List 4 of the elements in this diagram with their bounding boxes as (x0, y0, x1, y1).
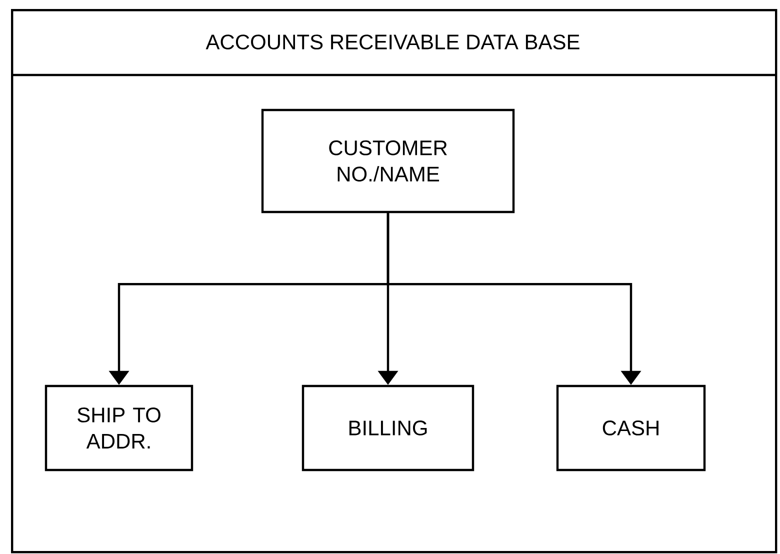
process-box: CUSTOMER NO./NAME (261, 108, 515, 214)
process-box: BILLING (302, 384, 474, 472)
process-box: CASH (556, 384, 706, 472)
process-box: SHIP TO ADDR. (44, 384, 194, 472)
